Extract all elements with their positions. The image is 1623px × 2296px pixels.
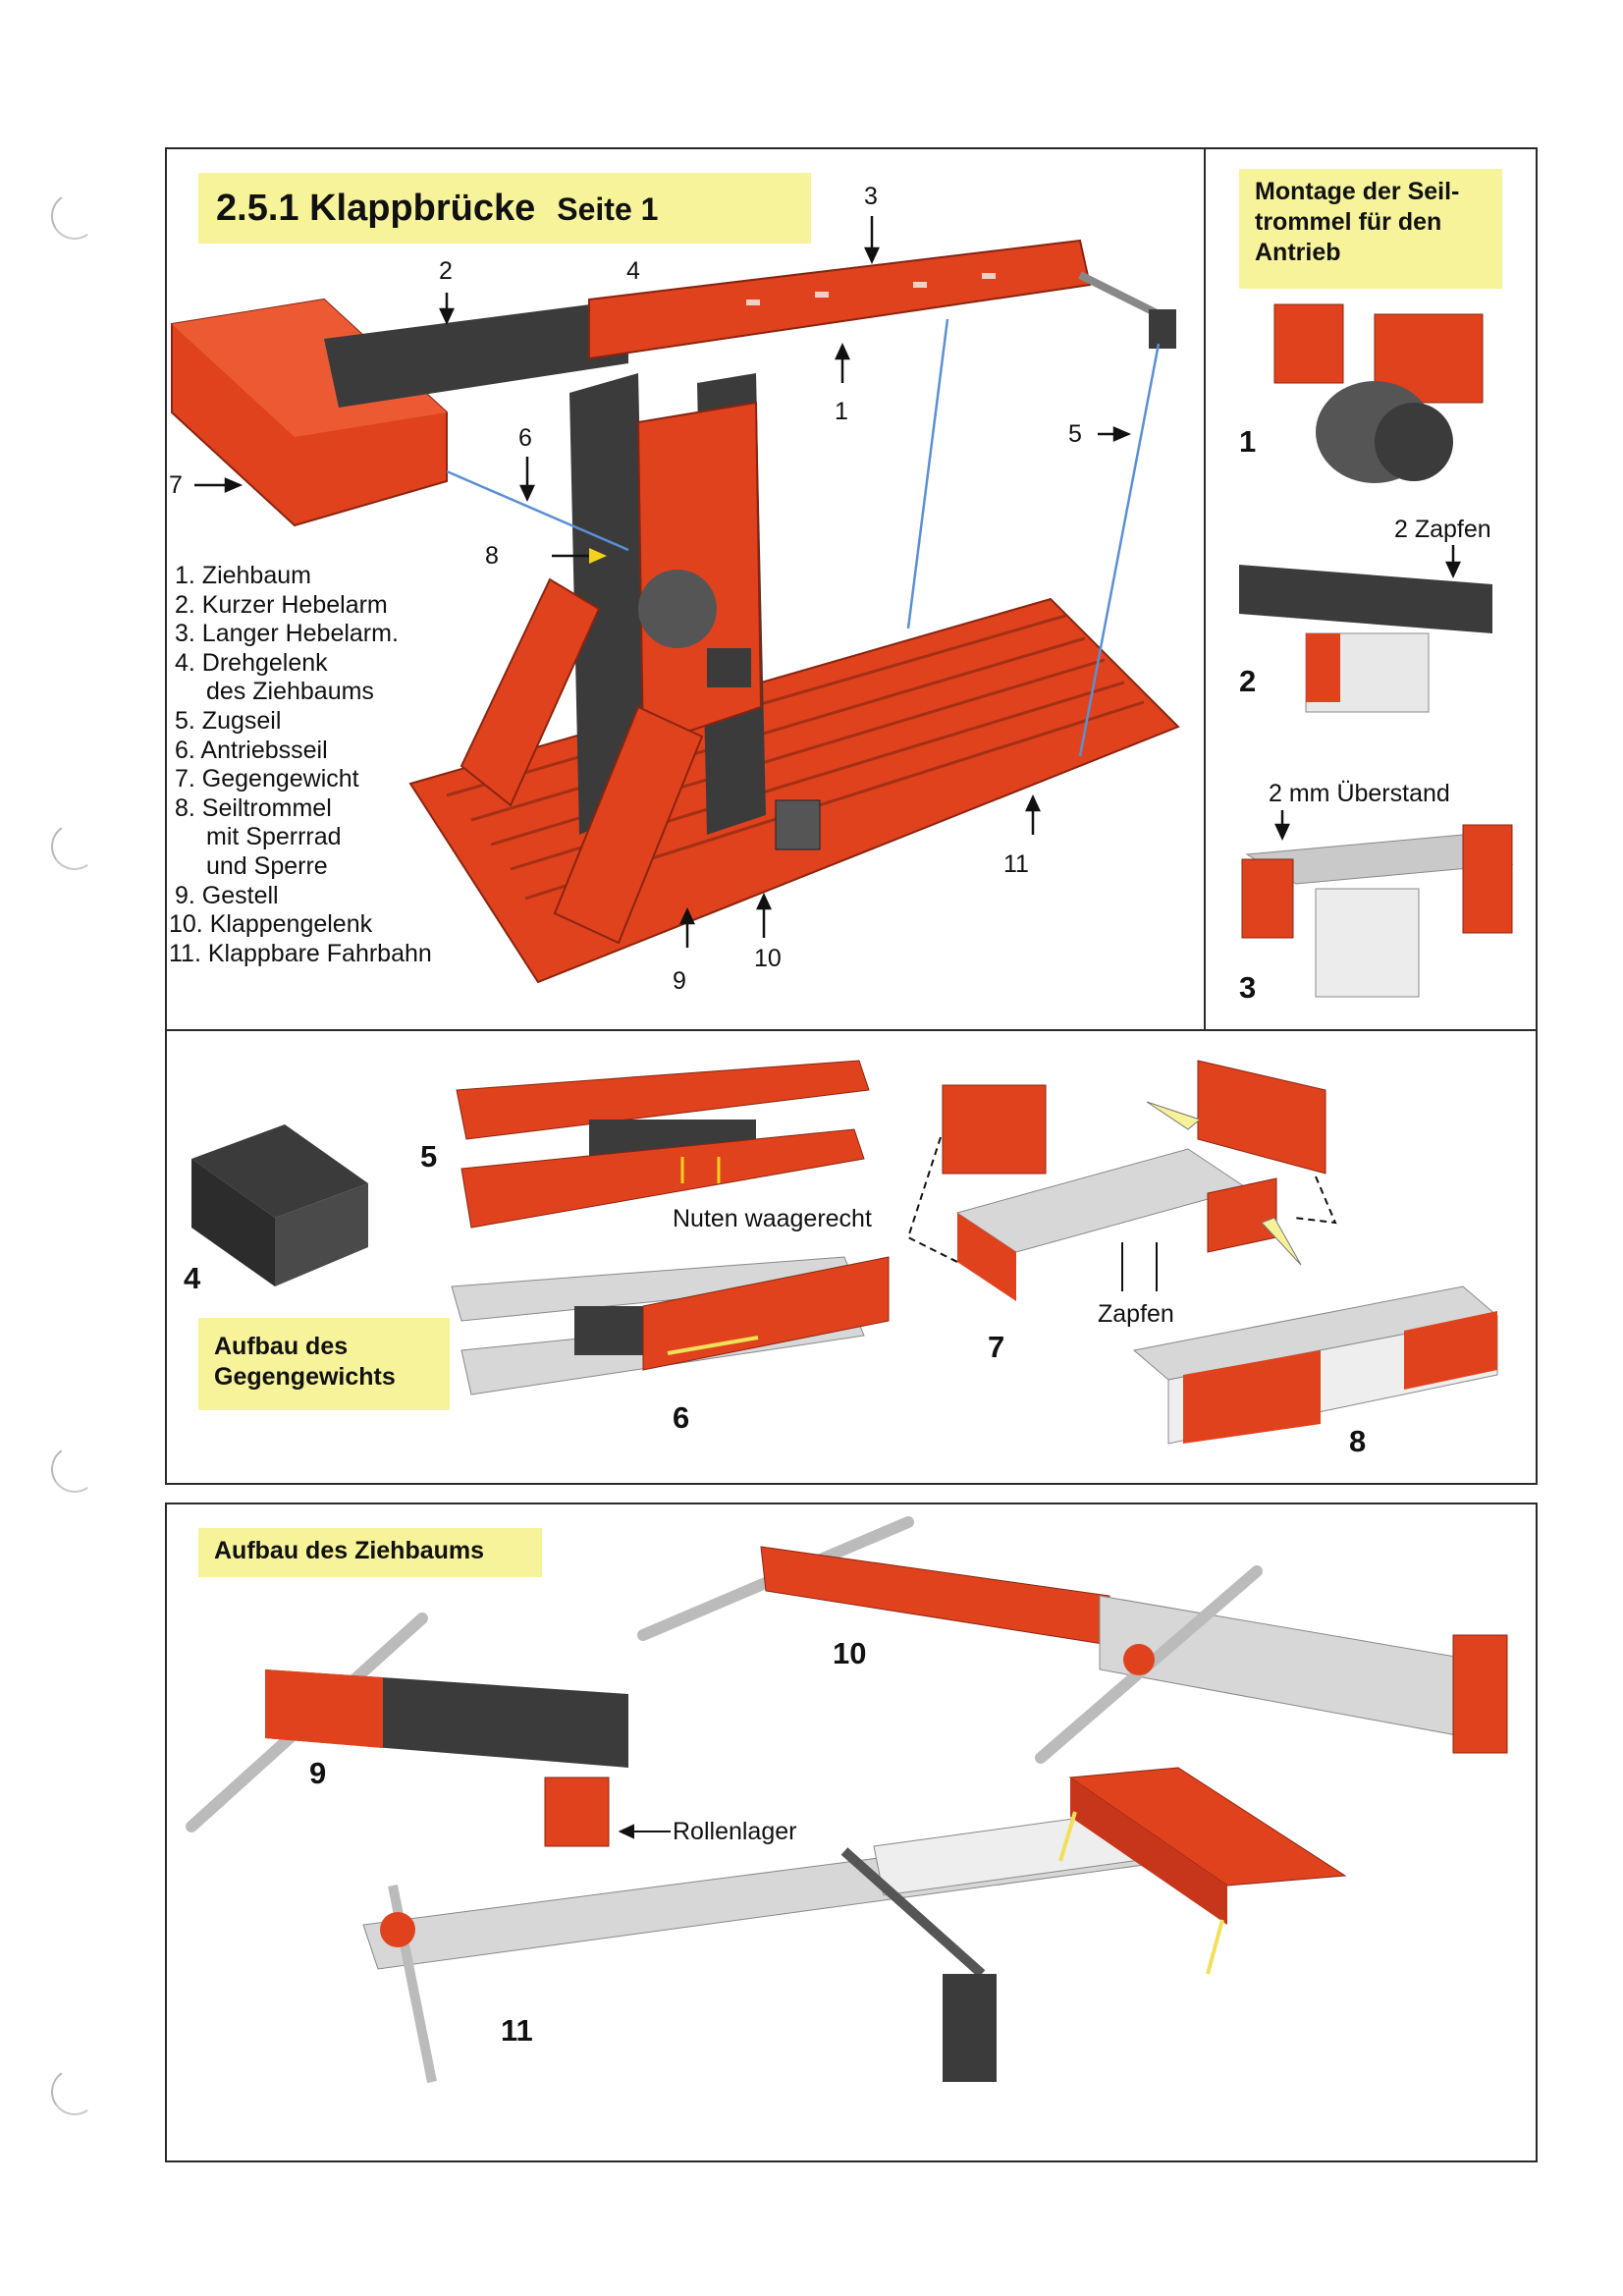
title-text: 2.5.1 Klappbrücke <box>216 188 536 229</box>
callout-7: 7 <box>169 471 183 499</box>
gegengewicht-title-line: Gegengewichts <box>214 1363 396 1391</box>
gegengewicht-title: Aufbau des Gegengewichts <box>198 1318 450 1410</box>
page-title: 2.5.1 Klappbrücke Seite 1 <box>198 173 811 244</box>
callout-4: 4 <box>626 257 640 285</box>
step-8: 8 <box>1349 1424 1367 1458</box>
step-9: 9 <box>309 1756 327 1790</box>
note-ueberstand: 2 mm Überstand <box>1269 780 1450 807</box>
step-4: 4 <box>184 1261 201 1295</box>
parts-legend: 1. Ziehbaum 2. Kurzer Hebelarm 3. Langer… <box>169 562 432 968</box>
callout-2: 2 <box>439 257 453 285</box>
montage-title-line: Antrieb <box>1255 239 1341 266</box>
ziehbaum-title: Aufbau des Ziehbaums <box>198 1528 542 1577</box>
legend-item: 8. Seiltrommel <box>175 793 332 822</box>
montage-step-3: 3 <box>1239 970 1257 1005</box>
montage-title: Montage der Seil- trommel für den Antrie… <box>1239 169 1502 289</box>
callout-10: 10 <box>754 945 782 972</box>
callout-8: 8 <box>485 542 499 570</box>
legend-item: mit Sperrrad <box>206 823 342 851</box>
callout-5: 5 <box>1068 420 1082 448</box>
note-rollenlager: Rollenlager <box>673 1818 797 1845</box>
legend-item: 3. Langer Hebelarm. <box>175 620 399 648</box>
legend-item: 9. Gestell <box>175 881 279 909</box>
montage-step-2: 2 <box>1239 664 1257 698</box>
legend-item: 4. Drehgelenk <box>175 648 328 677</box>
callout-6: 6 <box>518 424 532 452</box>
note-2-zapfen: 2 Zapfen <box>1394 516 1491 543</box>
legend-item: 1. Ziehbaum <box>175 562 311 589</box>
montage-step-1: 1 <box>1239 424 1257 459</box>
gegengewicht-title-line: Aufbau des <box>214 1333 349 1360</box>
legend-item: des Ziehbaums <box>206 678 374 706</box>
step-6: 6 <box>673 1400 690 1435</box>
legend-item: 10. Klappengelenk <box>169 910 373 939</box>
callout-9: 9 <box>673 967 686 995</box>
step-7: 7 <box>988 1330 1005 1364</box>
step-5: 5 <box>420 1139 438 1174</box>
legend-item: 5. Zugseil <box>175 706 282 735</box>
step-11: 11 <box>501 2013 533 2048</box>
montage-title-line: Montage der Seil- <box>1255 178 1460 205</box>
ziehbaum-panel <box>165 1503 1538 2162</box>
legend-item: 11. Klappbare Fahrbahn <box>169 939 432 967</box>
legend-item: und Sperre <box>206 851 328 880</box>
title-subtitle: Seite 1 <box>557 191 659 227</box>
legend-item: 2. Kurzer Hebelarm <box>175 590 388 619</box>
callout-11: 11 <box>1003 850 1029 878</box>
legend-item: 6. Antriebsseil <box>175 736 328 764</box>
note-nuten: Nuten waagerecht <box>673 1205 872 1232</box>
callout-3: 3 <box>864 183 878 210</box>
legend-item: 7. Gegengewicht <box>175 765 359 793</box>
note-zapfen: Zapfen <box>1098 1300 1174 1328</box>
step-10: 10 <box>833 1636 867 1670</box>
montage-title-line: trommel für den <box>1255 208 1442 236</box>
callout-1: 1 <box>835 398 848 425</box>
